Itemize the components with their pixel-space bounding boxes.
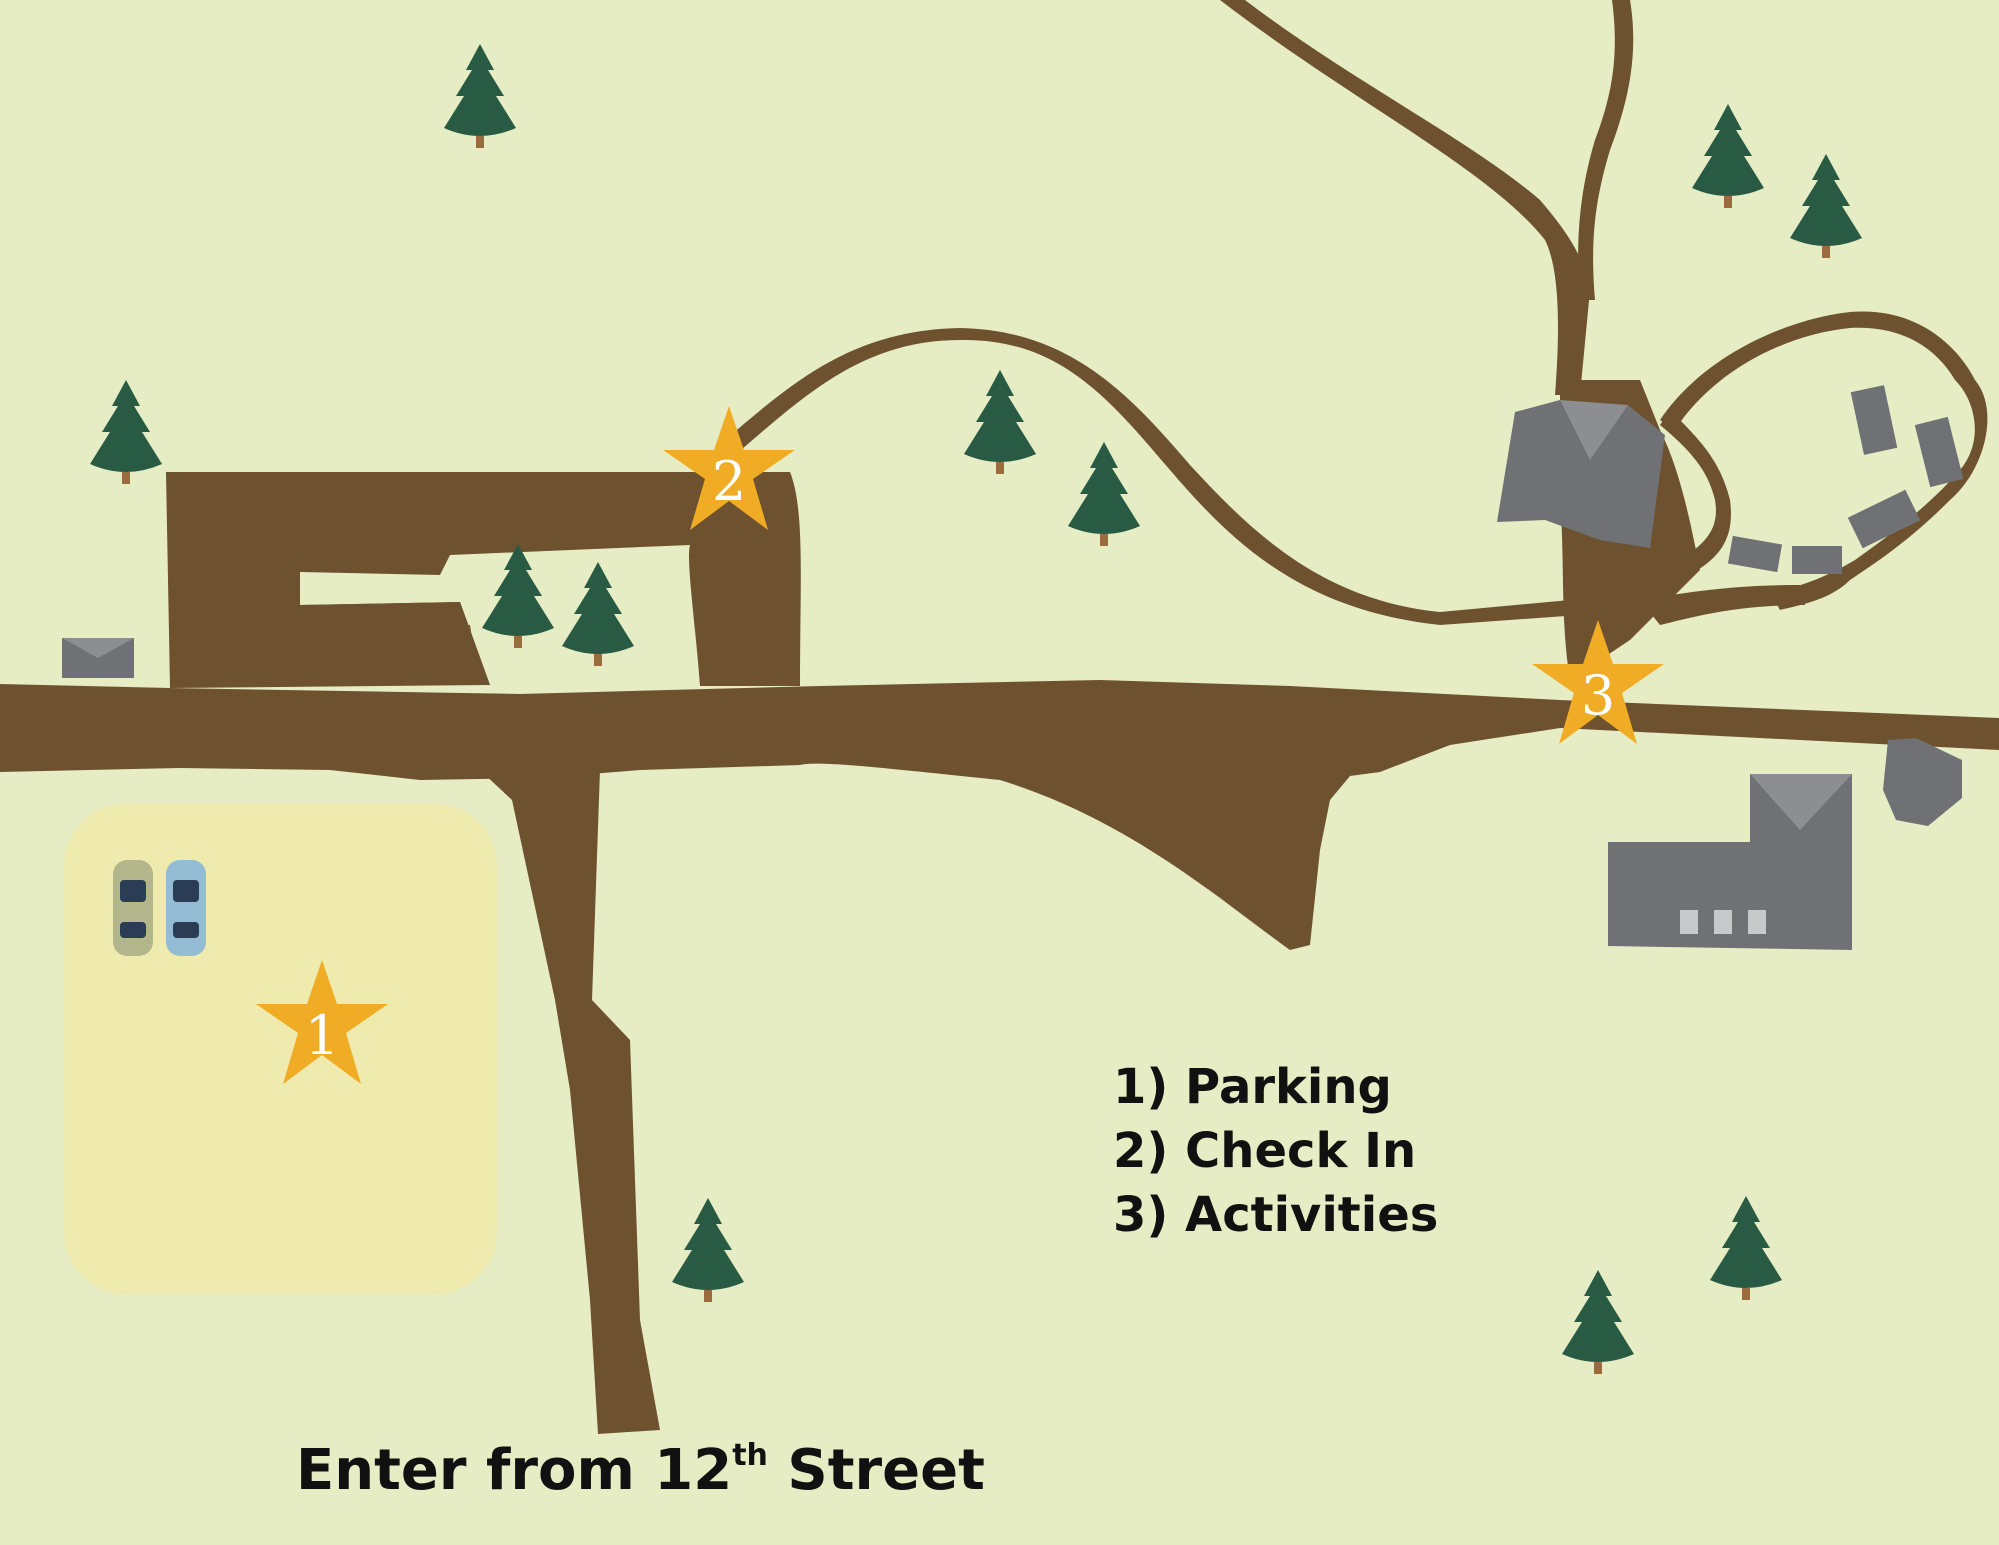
map-legend: 1) Parking 2) Check In 3) Activities — [1113, 1055, 1438, 1247]
legend-item-activities: 3) Activities — [1113, 1187, 1439, 1243]
entrance-superscript: th — [732, 1438, 768, 1473]
cabin — [1727, 535, 1783, 573]
gazebo — [1883, 738, 1962, 826]
tree-icon — [1710, 1196, 1782, 1300]
marker-parking[interactable]: 1 — [256, 960, 388, 1084]
marker-activities[interactable]: 3 — [1532, 620, 1664, 744]
marker-check-in[interactable]: 2 — [663, 406, 795, 530]
legend-item-check-in: 2) Check In — [1113, 1123, 1417, 1179]
tree-icon — [1068, 442, 1140, 546]
tree-icon — [1562, 1270, 1634, 1374]
car-icon — [113, 860, 153, 956]
buildings — [62, 385, 1964, 950]
tree-icon — [90, 380, 162, 484]
tree-icon — [672, 1198, 744, 1302]
car-icon — [166, 860, 206, 956]
cabin — [1847, 489, 1921, 549]
marker-number: 2 — [712, 450, 746, 513]
entrance-suffix: Street — [767, 1438, 985, 1503]
marker-number: 1 — [305, 1004, 339, 1067]
tree-icon — [444, 44, 516, 148]
tree-icon — [482, 544, 554, 648]
entrance-prefix: Enter from 12 — [296, 1438, 733, 1503]
tree-icon — [1692, 104, 1764, 208]
parked-cars — [113, 860, 206, 956]
legend-item-parking: 1) Parking — [1113, 1059, 1392, 1115]
building-lodge — [1497, 400, 1665, 548]
cabin — [1914, 416, 1964, 488]
tree-icon — [1790, 154, 1862, 258]
tree-icon — [562, 562, 634, 666]
marker-number: 3 — [1581, 664, 1615, 727]
entrance-label: Enter from 12th Street — [296, 1438, 985, 1503]
roads — [0, 0, 1999, 1434]
cabin — [1850, 385, 1898, 455]
cabin — [1792, 546, 1842, 574]
tree-icon — [964, 370, 1036, 474]
